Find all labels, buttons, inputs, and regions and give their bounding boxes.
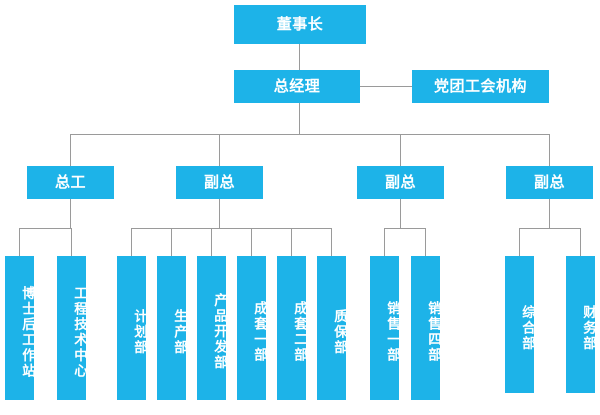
connector-gm-to-party-union (360, 86, 412, 87)
connector-drop-deputy-1 (219, 134, 220, 166)
node-general-manager[interactable]: 总经理 (234, 70, 360, 103)
node-planning-dept-label: 计划部 (131, 308, 147, 356)
node-chief-engineer-label: 总工 (54, 173, 86, 192)
node-deputy-gm-1[interactable]: 副总 (176, 166, 263, 199)
connector-drop-production-dept (171, 228, 172, 256)
node-party-union-org-label: 党团工会机构 (433, 77, 527, 96)
connector-deputy-1-stem (219, 199, 220, 228)
connector-drop-deputy-3 (549, 134, 550, 166)
node-finance-dept[interactable]: 财务部 (566, 256, 596, 393)
connector-drop-planning-dept (131, 228, 132, 256)
node-complete-set-dept-1[interactable]: 成套一部 (237, 256, 267, 400)
connector-drop-deputy-2 (400, 134, 401, 166)
connector-deputy-3-bus (519, 228, 580, 229)
node-deputy-gm-2-label: 副总 (384, 173, 416, 192)
connector-drop-chief-engineer (70, 134, 71, 166)
node-deputy-gm-1-label: 副总 (203, 173, 235, 192)
connector-deputy-2-bus (384, 228, 426, 229)
node-product-dev-dept[interactable]: 产品开发部 (197, 256, 227, 400)
connector-chairman-to-gm (299, 44, 300, 70)
connector-chief-engineer-stem (70, 199, 71, 228)
connector-drop-sales-dept-1 (384, 228, 385, 256)
node-finance-dept-label: 财务部 (580, 305, 596, 352)
connector-drop-quality-assurance (331, 228, 332, 256)
connector-drop-general-affairs (519, 228, 520, 256)
connector-deputy-3-stem (549, 199, 550, 228)
connector-drop-complete-set-2 (291, 228, 292, 256)
node-general-affairs-dept-label: 综合部 (519, 305, 535, 352)
node-complete-set-dept-1-label: 成套一部 (251, 301, 267, 363)
node-sales-dept-1[interactable]: 销售一部 (370, 256, 400, 400)
node-eng-tech-center[interactable]: 工程技术中心 (57, 256, 87, 400)
node-postdoc-station-label: 博士后工作站 (19, 285, 35, 379)
connector-drop-finance-dept (580, 228, 581, 256)
connector-drop-eng-tech-center (71, 228, 72, 256)
node-quality-assurance-dept[interactable]: 质保部 (317, 256, 347, 400)
node-production-dept-label: 生产部 (171, 308, 187, 356)
node-complete-set-dept-2-label: 成套二部 (291, 301, 307, 363)
node-chairman[interactable]: 董事长 (234, 5, 366, 44)
node-chairman-label: 董事长 (276, 15, 324, 34)
node-quality-assurance-dept-label: 质保部 (331, 308, 347, 356)
node-sales-dept-4-label: 销售四部 (425, 301, 441, 363)
node-chief-engineer[interactable]: 总工 (27, 166, 114, 199)
node-sales-dept-1-label: 销售一部 (384, 301, 400, 363)
connector-deputy-1-bus-ext (291, 228, 332, 229)
connector-drop-sales-dept-4 (425, 228, 426, 256)
node-product-dev-dept-label: 产品开发部 (211, 293, 227, 371)
node-general-affairs-dept[interactable]: 综合部 (505, 256, 535, 393)
connector-deputy-2-stem (400, 199, 401, 228)
node-deputy-gm-3-label: 副总 (533, 173, 565, 192)
node-party-union-org[interactable]: 党团工会机构 (412, 70, 549, 103)
node-deputy-gm-2[interactable]: 副总 (357, 166, 444, 199)
node-eng-tech-center-label: 工程技术中心 (71, 285, 87, 379)
node-production-dept[interactable]: 生产部 (157, 256, 187, 400)
connector-drop-complete-set-1 (251, 228, 252, 256)
connector-drop-product-dev-dept (211, 228, 212, 256)
node-complete-set-dept-2[interactable]: 成套二部 (277, 256, 307, 400)
connector-drop-postdoc-station (19, 228, 20, 256)
node-sales-dept-4[interactable]: 销售四部 (411, 256, 441, 400)
connector-level3-bus (70, 134, 549, 135)
connector-chief-engineer-bus (19, 228, 72, 229)
connector-gm-to-bus (299, 103, 300, 134)
node-general-manager-label: 总经理 (273, 77, 321, 96)
node-postdoc-station[interactable]: 博士后工作站 (5, 256, 35, 400)
node-planning-dept[interactable]: 计划部 (117, 256, 147, 400)
node-deputy-gm-3[interactable]: 副总 (506, 166, 593, 199)
